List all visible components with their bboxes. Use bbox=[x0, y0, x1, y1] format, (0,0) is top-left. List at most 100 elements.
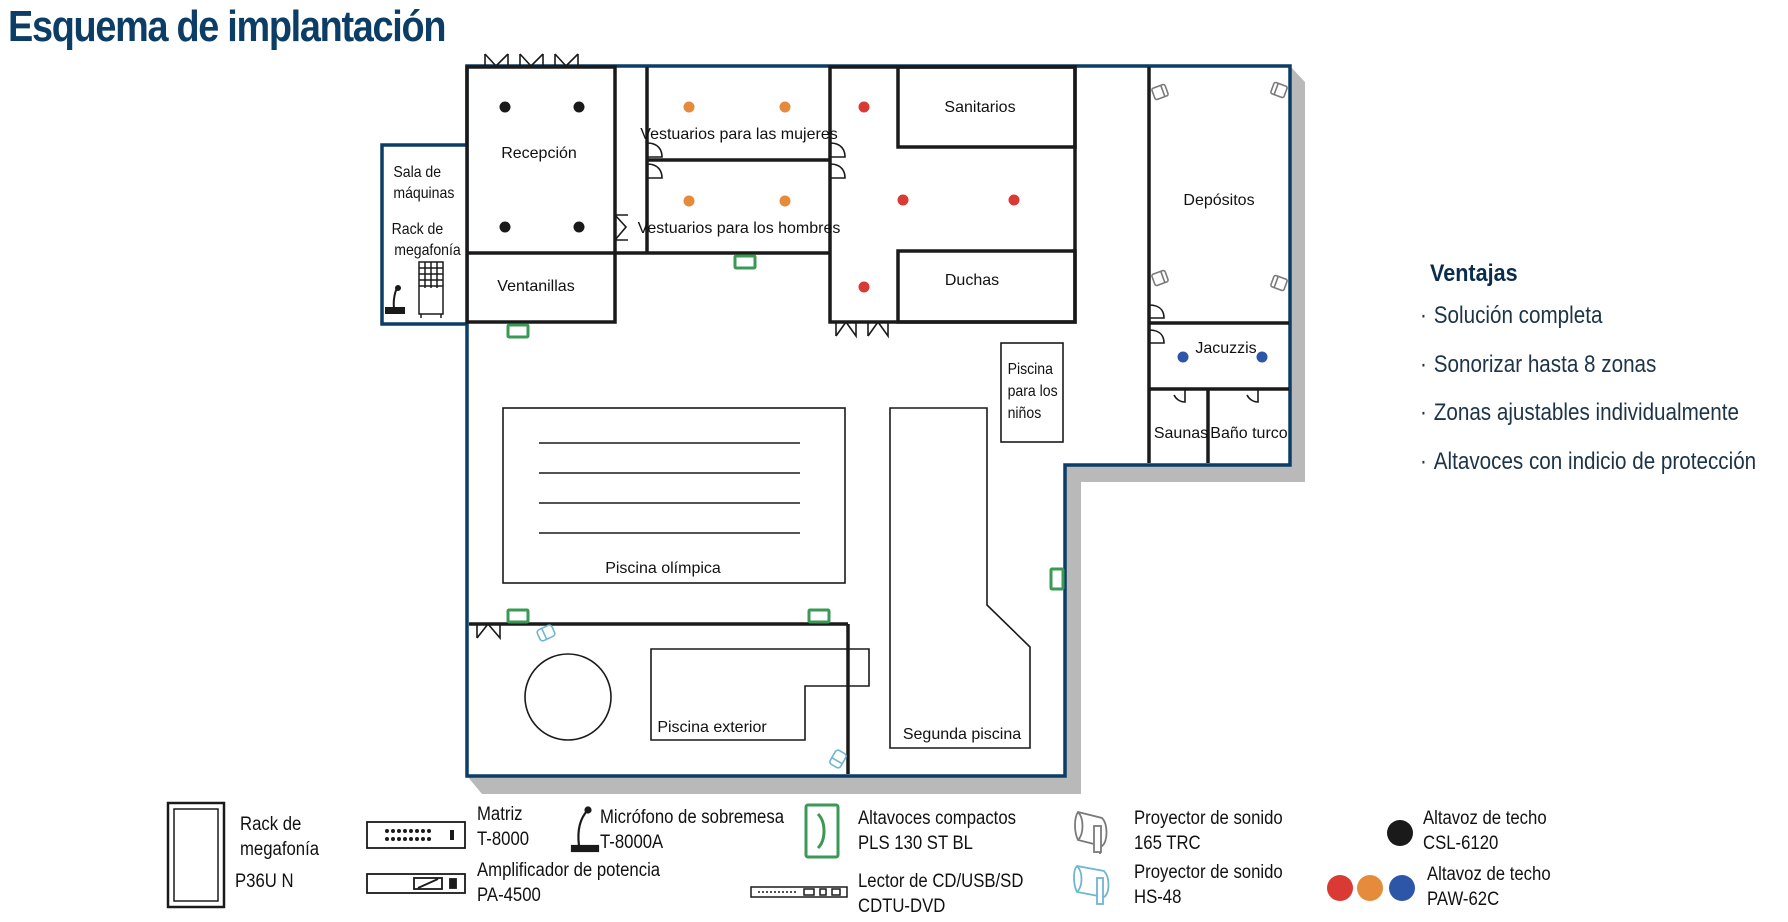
label-sala-maquinas-2: máquinas bbox=[393, 184, 454, 202]
legend-rack-icon bbox=[166, 801, 226, 909]
legend-compact-speaker-icon bbox=[804, 803, 840, 859]
label-ventanillas: Ventanillas bbox=[497, 278, 574, 295]
advantage-item: ·Solución completa bbox=[1420, 302, 1603, 329]
label-rack-1: Rack de bbox=[392, 220, 444, 238]
projector-165 bbox=[1151, 269, 1169, 287]
compact-speaker bbox=[1049, 567, 1065, 591]
label-jacuzzis: Jacuzzis bbox=[1195, 340, 1256, 357]
legend-speaker-orange-icon bbox=[1357, 875, 1383, 901]
advantage-item-text: Zonas ajustables individualmente bbox=[1433, 399, 1739, 426]
label-piscina-olimpica: Piscina olímpica bbox=[605, 560, 721, 577]
cyan-projectors bbox=[536, 624, 847, 769]
speaker-black bbox=[499, 221, 511, 233]
annex-wall bbox=[380, 143, 467, 326]
legend-microphone-icon bbox=[570, 806, 600, 853]
speaker-orange bbox=[779, 101, 791, 113]
speaker-orange bbox=[683, 195, 695, 207]
speaker-black bbox=[573, 221, 585, 233]
advantages-list: ·Solución completa ·Sonorizar hasta 8 zo… bbox=[1420, 302, 1780, 496]
legend-amplifier-icon bbox=[366, 873, 466, 894]
legend-projector-hs48-icon bbox=[1073, 865, 1110, 905]
label-rack-2: megafonía bbox=[394, 241, 461, 259]
speaker-red bbox=[897, 194, 909, 206]
page-title: Esquema de implantación bbox=[8, 2, 446, 51]
legend-matrix-icon bbox=[366, 821, 466, 849]
advantages-title: Ventajas bbox=[1430, 260, 1518, 287]
speaker-red bbox=[858, 101, 870, 113]
pools bbox=[502, 342, 1064, 749]
legend-rack-text: Rack de megafonía bbox=[240, 812, 319, 862]
label-piscina-ninos: Piscina para los niños bbox=[1008, 360, 1058, 422]
doors bbox=[476, 53, 1259, 641]
label-piscina-exterior: Piscina exterior bbox=[657, 719, 767, 736]
interior-walls bbox=[465, 65, 1289, 774]
legend-speaker-black-icon bbox=[1387, 820, 1413, 846]
legend-projector-165-icon bbox=[1074, 810, 1108, 854]
exterior-round-pool bbox=[524, 653, 612, 741]
label-rack-megafonia: Rack de megafonía bbox=[392, 220, 462, 259]
label-duchas: Duchas bbox=[945, 272, 999, 289]
machine-room-mic bbox=[385, 285, 405, 314]
kids-pool bbox=[1000, 342, 1064, 443]
exterior-pool bbox=[650, 648, 870, 741]
advantage-item: ·Altavoces con indicio de protección bbox=[1420, 447, 1757, 475]
projector-165 bbox=[1151, 83, 1169, 101]
advantage-item: ·Sonorizar hasta 8 zonas bbox=[1420, 350, 1657, 378]
label-saunas: Saunas bbox=[1154, 425, 1208, 442]
speaker-orange bbox=[683, 101, 695, 113]
olympic-pool bbox=[502, 407, 846, 584]
advantage-item-text: Solución completa bbox=[1433, 302, 1603, 329]
label-bano-turco: Baño turco bbox=[1210, 425, 1287, 442]
compact-speaker bbox=[733, 254, 757, 270]
advantage-item-text: Altavoces con indicio de protección bbox=[1433, 447, 1757, 475]
label-segunda-piscina: Segunda piscina bbox=[903, 726, 1021, 743]
label-ninos-3: niños bbox=[1008, 404, 1042, 422]
advantage-item-text: Sonorizar hasta 8 zonas bbox=[1433, 350, 1657, 378]
advantage-item: ·Zonas ajustables individualmente bbox=[1420, 399, 1739, 426]
compact-speaker bbox=[807, 608, 831, 624]
label-ninos-2: para los bbox=[1008, 382, 1058, 400]
label-ninos-1: Piscina bbox=[1008, 360, 1054, 378]
legend-rack-line2: megafonía bbox=[240, 839, 320, 860]
compact-speaker bbox=[506, 608, 530, 624]
outer-wall bbox=[465, 64, 1292, 778]
legend-rack-line1: Rack de bbox=[240, 814, 302, 835]
speaker-red bbox=[858, 281, 870, 293]
gray-projectors bbox=[1151, 81, 1288, 292]
ceiling-speakers-red bbox=[858, 101, 1020, 293]
label-vestuarios-mujeres: Vestuarios para las mujeres bbox=[640, 126, 837, 143]
projector-165 bbox=[1270, 81, 1288, 99]
speaker-black bbox=[573, 101, 585, 113]
legend-rack-line3: P36U N bbox=[235, 871, 294, 892]
speaker-blue bbox=[1256, 351, 1268, 363]
second-pool bbox=[889, 407, 1031, 749]
compact-speakers bbox=[506, 254, 1065, 624]
speaker-black bbox=[499, 101, 511, 113]
legend-cd-player-icon bbox=[750, 886, 848, 898]
projector-hs48 bbox=[536, 624, 556, 642]
speaker-red bbox=[1008, 194, 1020, 206]
legend-speaker-blue-icon bbox=[1389, 875, 1415, 901]
compact-speaker bbox=[506, 323, 530, 339]
legend-icons bbox=[166, 801, 1415, 909]
building-floor bbox=[467, 66, 1290, 776]
ceiling-speakers-black bbox=[499, 101, 585, 233]
legend-speaker-red-icon bbox=[1327, 875, 1353, 901]
advantages-panel: Ventajas ·Solución completa ·Sonorizar h… bbox=[1420, 260, 1780, 496]
label-depositos: Depósitos bbox=[1183, 192, 1254, 209]
speaker-orange bbox=[779, 195, 791, 207]
speaker-blue bbox=[1177, 351, 1189, 363]
ceiling-speakers-orange bbox=[683, 101, 791, 207]
label-recepcion: Recepción bbox=[501, 145, 577, 162]
